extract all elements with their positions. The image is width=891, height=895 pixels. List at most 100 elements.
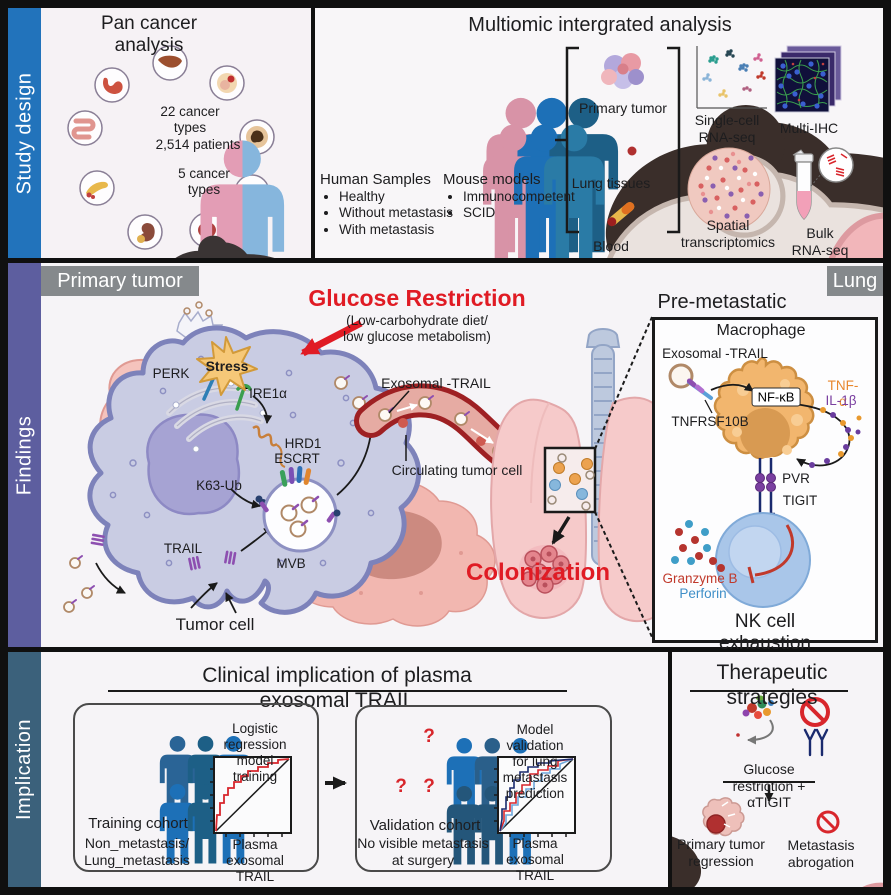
glucose-restriction-title: Glucose Restriction <box>308 285 526 311</box>
label-pointer <box>388 390 410 414</box>
stress-label: Stress <box>205 358 249 374</box>
training-cohort-box: Training cohort Non_metastasis/ Lung_met… <box>73 703 319 884</box>
list-item: With metastasis <box>339 222 453 238</box>
stomach-icon <box>103 77 123 94</box>
lung-tissues-icon <box>627 146 884 259</box>
no-symbol-icon <box>800 697 830 727</box>
stat-cancer-types-5: 5 cancer types <box>178 166 230 197</box>
nucleus <box>146 413 241 516</box>
validation-model-label: Model validation for lung metastasis pre… <box>502 722 568 801</box>
hrd1-coil <box>252 425 286 468</box>
pan-cancer-illustration <box>67 45 311 258</box>
list-item: Healthy <box>339 189 453 205</box>
mvb <box>255 466 341 553</box>
validation-roc-plot <box>494 756 576 837</box>
sidebar-implication: Implication <box>8 652 41 887</box>
tnfa-label: TNF-α <box>827 378 859 409</box>
secreted-exosomes <box>63 557 93 613</box>
multiomic-title: Multiomic intergrated analysis <box>468 14 732 36</box>
food-icon <box>742 695 774 719</box>
nk-cell <box>715 512 811 608</box>
training-model-label: Logistic regression model training <box>223 721 287 784</box>
primary-tumor-tag: Primary tumor <box>41 266 199 296</box>
trail-label: TRAIL <box>163 541 203 556</box>
antibody-icon <box>803 728 829 757</box>
niche-illustration <box>668 356 862 608</box>
sidebar-label: Findings <box>13 415 36 495</box>
glucose-arrow <box>300 319 363 357</box>
circulating-tumor-cell-label: Circulating tumor cell <box>391 462 523 478</box>
multiomic-panel: Multiomic intergrated analysis Human Sam… <box>315 8 883 258</box>
multiomic-illustration <box>483 45 884 259</box>
k63-ub-label: K63-Ub <box>196 478 242 493</box>
macrophage-cell <box>713 356 815 460</box>
nfkb-arrow <box>710 382 754 392</box>
outcome-primary-tumor: Primary tumor regression <box>677 836 765 869</box>
colonization-arrow <box>551 516 571 545</box>
glucose-restriction-subtitle: (Low-carbohydrate diet/ low glucose meta… <box>343 313 491 344</box>
dashed-connectors <box>594 316 653 638</box>
training-plot-label: Plasma exosomal TRAIL <box>226 837 284 884</box>
training-illustration <box>159 735 292 864</box>
granzyme-dots <box>675 528 725 572</box>
tumor-regression-icon <box>702 797 745 837</box>
pre-metastatic-niche-box: Macrophage Exosomal -TRAIL NF-κB TNFRSF1… <box>652 317 878 654</box>
method-spatial: Spatial transcriptomics <box>680 217 776 250</box>
treatment-underline <box>723 781 815 783</box>
validation-cohort-box: ? ? ? Validation cohort No visible metas… <box>355 705 612 883</box>
tumor-cell-label: Tumor cell <box>175 615 255 634</box>
validation-illustration <box>446 737 576 865</box>
tnfrsf-pointer <box>704 399 713 414</box>
list-item: Immunocompetent <box>463 189 575 205</box>
il1b-dots <box>809 412 861 468</box>
granzyme-b-label: Granzyme B <box>662 571 738 586</box>
metastasis-abrogation-icon <box>816 810 883 887</box>
pan-cancer-title: Pan cancer analysis <box>100 13 198 57</box>
list-item: Without metastasis <box>339 205 453 221</box>
stress-star <box>196 336 258 396</box>
specimen-lung-tissues: Lung tissues <box>571 175 651 191</box>
pvr-tigit-receptors <box>755 458 776 516</box>
kidney-icon <box>137 223 155 243</box>
nk-exhaustion-label: NK cell exhaustion <box>719 611 811 655</box>
bulk-rnaseq-icon <box>792 147 854 221</box>
niche-exosome <box>668 363 713 400</box>
human-samples-list: Healthy Without metastasis With metastas… <box>325 189 453 238</box>
perforin-label: Perforin <box>679 586 727 601</box>
treated-mouse-icon <box>672 733 740 887</box>
therapeutic-title-underline <box>690 690 848 692</box>
tnfa-dots <box>820 407 862 457</box>
escrt-label: ESCRT <box>274 451 320 466</box>
validation-cohort-label: Validation cohort <box>369 817 481 834</box>
mvb-label: MVB <box>276 556 306 571</box>
lung-tag: Lung <box>827 266 883 296</box>
findings-panel: Primary tumor Lung Glucose Restriction (… <box>41 263 883 654</box>
treatment-label: Glucose restriction + αTIGIT <box>732 761 806 811</box>
tigit-label: TIGIT <box>782 493 818 508</box>
single-cell-rnaseq-icon <box>696 46 767 109</box>
clinical-panel: Clinical implication of plasma exosomal … <box>41 652 668 887</box>
il1b-label: IL-1β <box>825 393 857 408</box>
specimen-blood: Blood <box>593 238 629 254</box>
specimen-bracket <box>555 46 681 234</box>
exiting-exosomes <box>334 376 366 410</box>
stat-patients: 2,514 patients <box>155 137 241 152</box>
intestine-icon <box>71 118 96 140</box>
validation-plot-label: Plasma exosomal TRAIL <box>506 836 564 883</box>
sidebar-findings: Findings <box>8 263 41 647</box>
ire1a-label: IRE1α <box>249 386 287 401</box>
nfkb-label: NF-κB <box>751 387 801 407</box>
perforin-dots <box>671 520 711 565</box>
multi-ihc-icon <box>774 45 842 113</box>
therapeutic-title: Therapeutic strategies <box>716 661 828 709</box>
therapeutic-panel: Therapeutic strategies Glucose restricti… <box>672 652 883 887</box>
tumor-colony <box>519 545 571 594</box>
training-cohort-label: Training cohort <box>88 815 188 832</box>
cytoplasm-speckles <box>109 355 375 567</box>
mouse-models-title: Mouse models <box>443 171 541 188</box>
question-mark: ? <box>423 726 435 747</box>
stat-cancer-types-22: 22 cancer types <box>160 104 220 135</box>
feeding-arrow <box>747 719 774 745</box>
macrophage-label: Macrophage <box>716 322 806 339</box>
tumor-cell-body <box>87 325 422 615</box>
